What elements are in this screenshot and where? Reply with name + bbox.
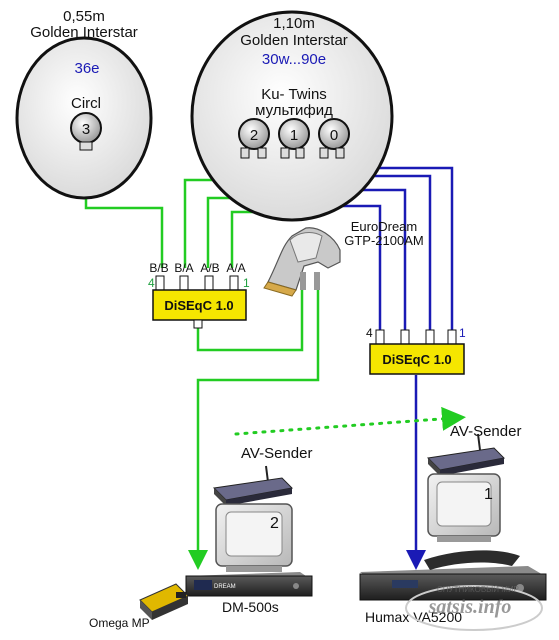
watermark-logo: satsis.info СПУТНИКОВЫЙ МИР [405,585,543,631]
left-port-4: 4 [148,276,155,290]
av-sender-left-label: AV-Sender [241,445,312,462]
port-ba-label: B/A [174,261,193,275]
port-aa-label: A/A [226,261,245,275]
right-port-4: 4 [366,326,373,340]
right-port-1: 1 [459,326,466,340]
omega-mp-label: Omega MP [89,616,150,630]
tv-right-number: 1 [484,486,493,503]
diseqc-switch-right [369,329,465,375]
av-sender-right-label: AV-Sender [450,423,521,440]
small-dish-position: 36e [74,60,99,77]
feed-1 [278,118,310,150]
feed-0-number: 0 [330,127,338,144]
receiver-dm500s-label: DM-500s [222,599,279,615]
small-dish-brand: Golden Interstar [30,24,138,41]
small-dish-size: 0,55m [63,8,105,25]
lnb-label-1: Ku- Twins [261,86,327,103]
large-dish [190,10,394,222]
router-icon-right [426,433,506,476]
left-port-1: 1 [243,276,250,290]
port-ab-label: A/B [200,261,219,275]
diseqc-right-label: DiSEqC 1.0 [382,352,451,367]
small-dish [15,36,153,200]
lnb-label-2: мультифид [255,102,333,119]
svg-text:satsis.info: satsis.info [428,596,512,618]
omega-mp-icon [139,583,189,620]
motor-brand: EuroDream [351,219,417,234]
large-dish-position: 30w...90e [262,51,326,68]
receiver-humax [359,550,547,601]
diseqc-switch-left [152,275,247,329]
feed-0 [318,118,350,150]
feed-2-number: 2 [250,127,258,144]
feed-circl-label: Circl [71,95,101,112]
large-dish-brand: Golden Interstar [240,32,348,49]
receiver-dm500s-front: DREAM [214,584,236,590]
tv-left-number: 2 [270,515,279,532]
port-bb-label: B/B [149,261,168,275]
feed-3-number: 3 [82,121,90,138]
feed-1-number: 1 [290,127,298,144]
motor-icon [263,227,341,297]
svg-text:СПУТНИКОВЫЙ МИР: СПУТНИКОВЫЙ МИР [437,585,519,594]
receiver-dm500s [185,572,313,597]
receiver-humax-label: Humax VA5200 [365,609,462,625]
tv-left [215,503,293,572]
diseqc-left-label: DiSEqC 1.0 [164,298,233,313]
motor-model: GTP-2100AM [344,233,423,248]
large-dish-size: 1,10m [273,15,315,32]
tv-right [427,473,501,542]
wireless-link [234,406,466,436]
feed-2 [238,118,270,150]
router-icon-left [212,465,294,506]
